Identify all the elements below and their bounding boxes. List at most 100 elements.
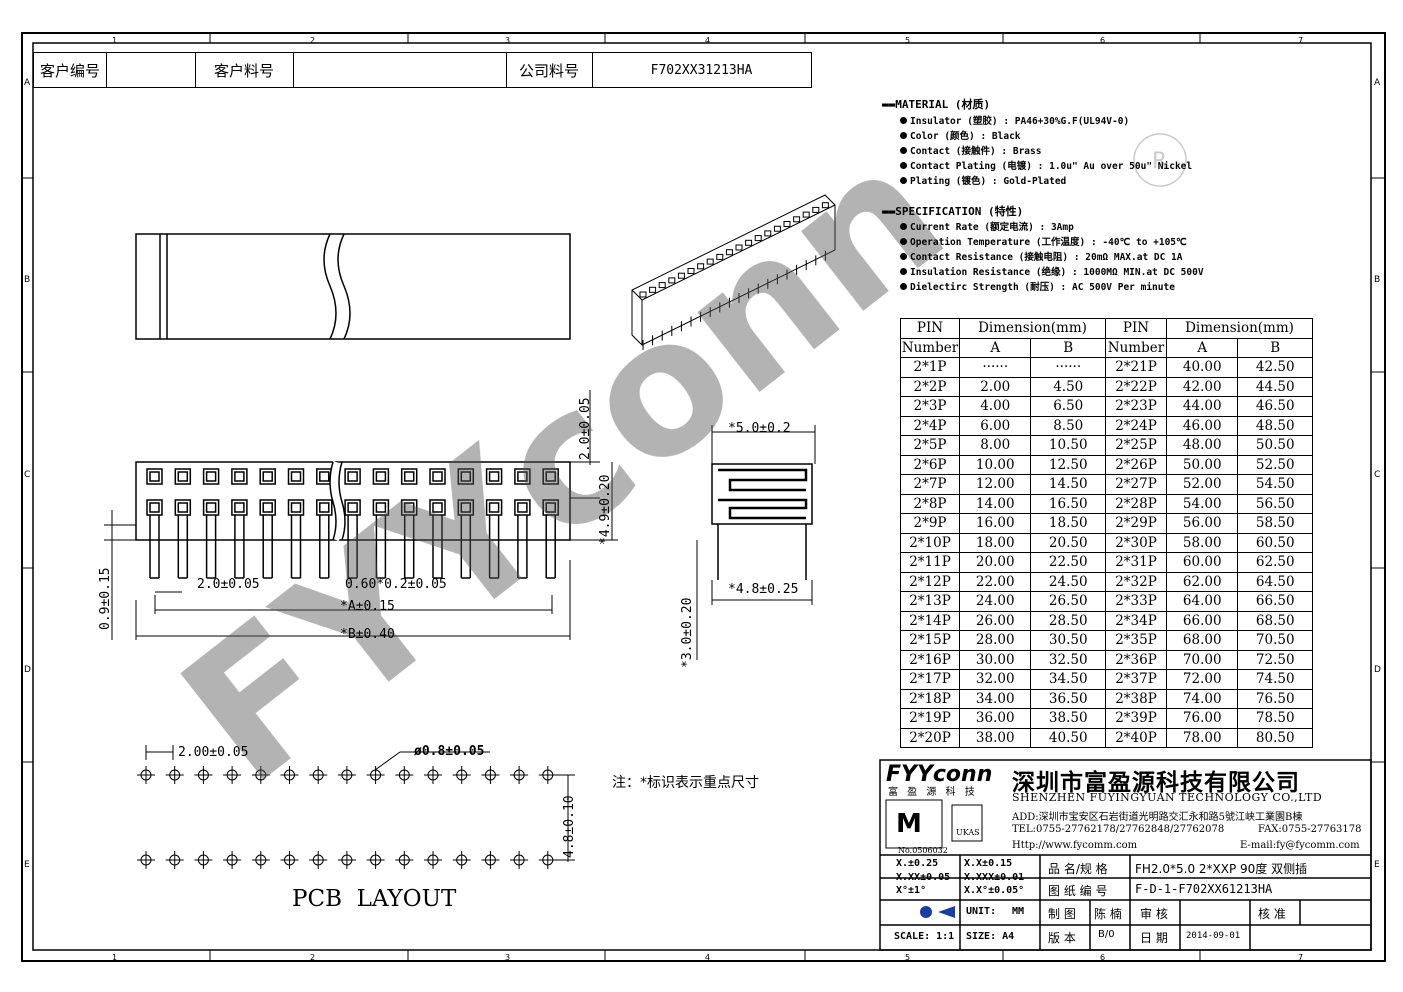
table-cell: 2*21P bbox=[1105, 357, 1167, 378]
material-item: Contact Plating (电镀) : 1.0u" Au over 50u… bbox=[900, 158, 1192, 172]
table-cell: 78.50 bbox=[1237, 708, 1313, 729]
spec-title: ▬▬SPECIFICATION (特性) bbox=[882, 205, 1024, 218]
table-cell: 2*5P bbox=[900, 435, 960, 456]
date-label: 日 期 bbox=[1140, 931, 1168, 945]
table-cell: 2*32P bbox=[1105, 571, 1167, 592]
table-cell: 12.00 bbox=[958, 474, 1032, 495]
table-cell: 2*26P bbox=[1105, 454, 1167, 475]
dimension-table: PIN Dimension(mm) PIN Dimension(mm) Numb… bbox=[900, 318, 1313, 748]
name-label: 品 名/规 格 bbox=[1048, 862, 1108, 876]
table-cell: 2*25P bbox=[1105, 435, 1167, 456]
table-cell: 20.50 bbox=[1030, 532, 1106, 553]
zone-col-label: 4 bbox=[705, 953, 711, 962]
side-view bbox=[696, 425, 816, 660]
th-pin: PIN bbox=[900, 318, 960, 339]
table-cell: 2*14P bbox=[900, 610, 960, 631]
table-cell: 14.00 bbox=[958, 493, 1032, 514]
table-cell: 26.00 bbox=[958, 610, 1032, 631]
table-cell: 2*15P bbox=[900, 630, 960, 651]
table-cell: 28.00 bbox=[958, 630, 1032, 651]
table-cell: 2*18P bbox=[900, 688, 960, 709]
customer-part-value bbox=[293, 52, 507, 88]
spec-item: Current Rate (额定电流) : 3Amp bbox=[900, 219, 1074, 233]
table-cell: 66.00 bbox=[1165, 610, 1239, 631]
zone-col-label: 6 bbox=[1100, 36, 1106, 45]
table-cell: 42.00 bbox=[1165, 376, 1239, 397]
table-cell: 2*22P bbox=[1105, 376, 1167, 397]
spec-item: Dielectirc Strength (耐压) : AC 500V Per m… bbox=[900, 279, 1175, 293]
material-item: Color (颜色) : Black bbox=[900, 128, 1021, 142]
table-cell: 74.00 bbox=[1165, 688, 1239, 709]
dim-left-h: 0.9±0.15 bbox=[98, 567, 113, 630]
table-cell: 68.00 bbox=[1165, 630, 1239, 651]
customer-no-value bbox=[105, 52, 196, 88]
tol-5: X°±1° bbox=[896, 885, 927, 896]
table-cell: 22.50 bbox=[1030, 552, 1106, 573]
table-cell: 30.50 bbox=[1030, 630, 1106, 651]
table-cell: 12.50 bbox=[1030, 454, 1106, 475]
zone-row-label: D bbox=[1374, 665, 1381, 675]
table-cell: 40.50 bbox=[1030, 727, 1106, 748]
dim-pitch: 2.0±0.05 bbox=[197, 577, 260, 592]
table-cell: 58.00 bbox=[1165, 532, 1239, 553]
zone-col-label: 3 bbox=[505, 36, 511, 45]
svg-text:FYYconn: FYYconn bbox=[144, 104, 982, 825]
table-cell: 18.50 bbox=[1030, 513, 1106, 534]
dim-b: *B±0.40 bbox=[340, 627, 395, 642]
approve-label: 核 准 bbox=[1258, 907, 1286, 921]
zone-col-label: 1 bbox=[112, 953, 118, 962]
table-cell: 74.50 bbox=[1237, 669, 1313, 690]
zone-row-label: A bbox=[24, 78, 31, 88]
table-cell: 2*20P bbox=[900, 727, 960, 748]
dim-side-h: *4.9±0.20 bbox=[598, 474, 613, 545]
table-cell: 2*2P bbox=[900, 376, 960, 397]
th-b-2: B bbox=[1237, 337, 1313, 358]
table-cell: 38.00 bbox=[958, 727, 1032, 748]
table-cell: 62.00 bbox=[1165, 571, 1239, 592]
table-cell: 44.00 bbox=[1165, 396, 1239, 417]
version-value: B/0 bbox=[1098, 929, 1115, 940]
table-cell: 8.50 bbox=[1030, 415, 1106, 436]
iso-view bbox=[631, 194, 836, 350]
zone-row-label: E bbox=[1374, 860, 1380, 870]
table-cell: 6.50 bbox=[1030, 396, 1106, 417]
table-cell: 2*33P bbox=[1105, 591, 1167, 612]
table-cell: 2.00 bbox=[958, 376, 1032, 397]
table-cell: 28.50 bbox=[1030, 610, 1106, 631]
version-label: 版 本 bbox=[1048, 931, 1076, 945]
dim-hole: ø0.8±0.05 bbox=[414, 744, 485, 759]
company-name-cn: 深圳市富盈源科技有限公司 bbox=[1012, 770, 1300, 796]
table-cell: 10.50 bbox=[1030, 435, 1106, 456]
table-cell: 46.50 bbox=[1237, 396, 1313, 417]
company-name-en: SHENZHEN FUYINGYUAN TECHNOLOGY CO.,LTD bbox=[1012, 791, 1323, 804]
zone-row-label: D bbox=[24, 665, 31, 675]
table-cell: 72.00 bbox=[1165, 669, 1239, 690]
table-cell: 30.00 bbox=[958, 649, 1032, 670]
pcb-layout bbox=[137, 745, 575, 869]
zone-row-label: B bbox=[24, 275, 31, 285]
company-email: E-mail:fy@fycomm.com bbox=[1240, 840, 1360, 851]
table-cell: 6.00 bbox=[958, 415, 1032, 436]
table-cell: 2*38P bbox=[1105, 688, 1167, 709]
table-cell: 2*31P bbox=[1105, 552, 1167, 573]
table-cell: 34.50 bbox=[1030, 669, 1106, 690]
zone-col-label: 5 bbox=[905, 36, 911, 45]
table-cell: 78.00 bbox=[1165, 727, 1239, 748]
zone-row-label: C bbox=[1374, 470, 1381, 480]
zone-col-label: 7 bbox=[1298, 36, 1304, 45]
table-cell: 2*19P bbox=[900, 708, 960, 729]
table-cell: 2*28P bbox=[1105, 493, 1167, 514]
zone-col-label: 7 bbox=[1298, 953, 1304, 962]
table-cell: 2*10P bbox=[900, 532, 960, 553]
size-label: SIZE: A4 bbox=[966, 931, 1015, 942]
scale-label: SCALE: 1:1 bbox=[894, 931, 955, 942]
table-cell: 2*39P bbox=[1105, 708, 1167, 729]
th-a-2: A bbox=[1165, 337, 1239, 358]
